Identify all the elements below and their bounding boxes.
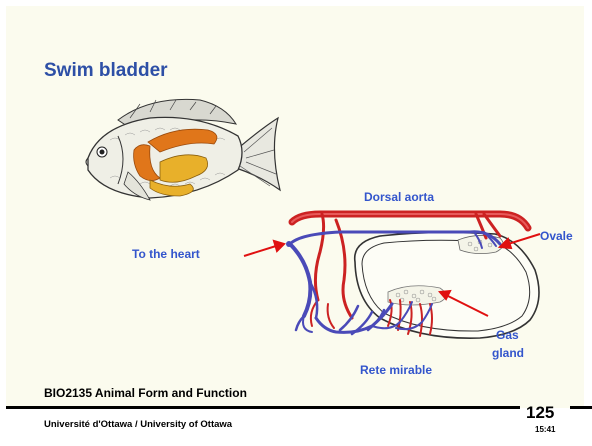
label-rete-mirable: Rete mirable — [360, 363, 432, 377]
footer-rule-right — [570, 406, 592, 409]
timestamp: 15:41 — [535, 425, 555, 434]
label-gas: Gas — [496, 328, 519, 342]
gas-gland — [388, 286, 446, 305]
label-dorsal-aorta: Dorsal aorta — [364, 190, 434, 204]
course-title: BIO2135 Animal Form and Function — [44, 386, 247, 400]
label-to-the-heart: To the heart — [132, 247, 200, 261]
label-gland: gland — [492, 346, 524, 360]
university-name: Université d'Ottawa / University of Otta… — [44, 419, 232, 430]
footer-rule-left — [6, 406, 520, 409]
vein-end — [286, 241, 292, 247]
label-ovale: Ovale — [540, 229, 573, 243]
page-number: 125 — [526, 403, 554, 423]
